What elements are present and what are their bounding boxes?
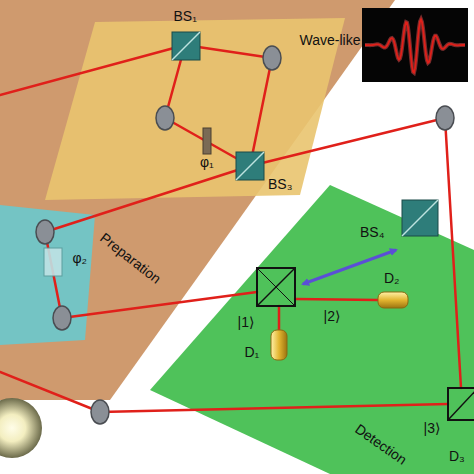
wave-glow (365, 19, 465, 72)
preparation-region-shape (0, 0, 410, 400)
wave-inset (362, 8, 468, 82)
port-label: |1⟩ (238, 315, 255, 330)
detector (271, 330, 287, 360)
component-label: BS₄ (360, 225, 384, 240)
light-source (0, 398, 42, 458)
phase-plate (203, 128, 211, 154)
phase-plate (44, 248, 62, 276)
phase-label: φ₂ (73, 251, 88, 266)
region-title: Detection (351, 421, 408, 468)
phase-panel (0, 205, 95, 345)
detector-label: D₂ (384, 271, 400, 286)
component-label: BS₃ (268, 177, 292, 192)
detector-label: D₃ (449, 449, 465, 464)
detector-label: D₁ (245, 345, 260, 360)
port-label: |3⟩ (424, 421, 441, 436)
preparation-region: Preparation (0, 0, 410, 400)
port-label: |2⟩ (324, 309, 341, 324)
region-title: Preparation (97, 230, 164, 287)
detector (378, 292, 408, 308)
inset-title: Wave-like (300, 33, 361, 48)
component-label: BS₁ (174, 9, 197, 24)
wave-curve (365, 19, 465, 72)
phase-label: φ₁ (200, 155, 214, 170)
